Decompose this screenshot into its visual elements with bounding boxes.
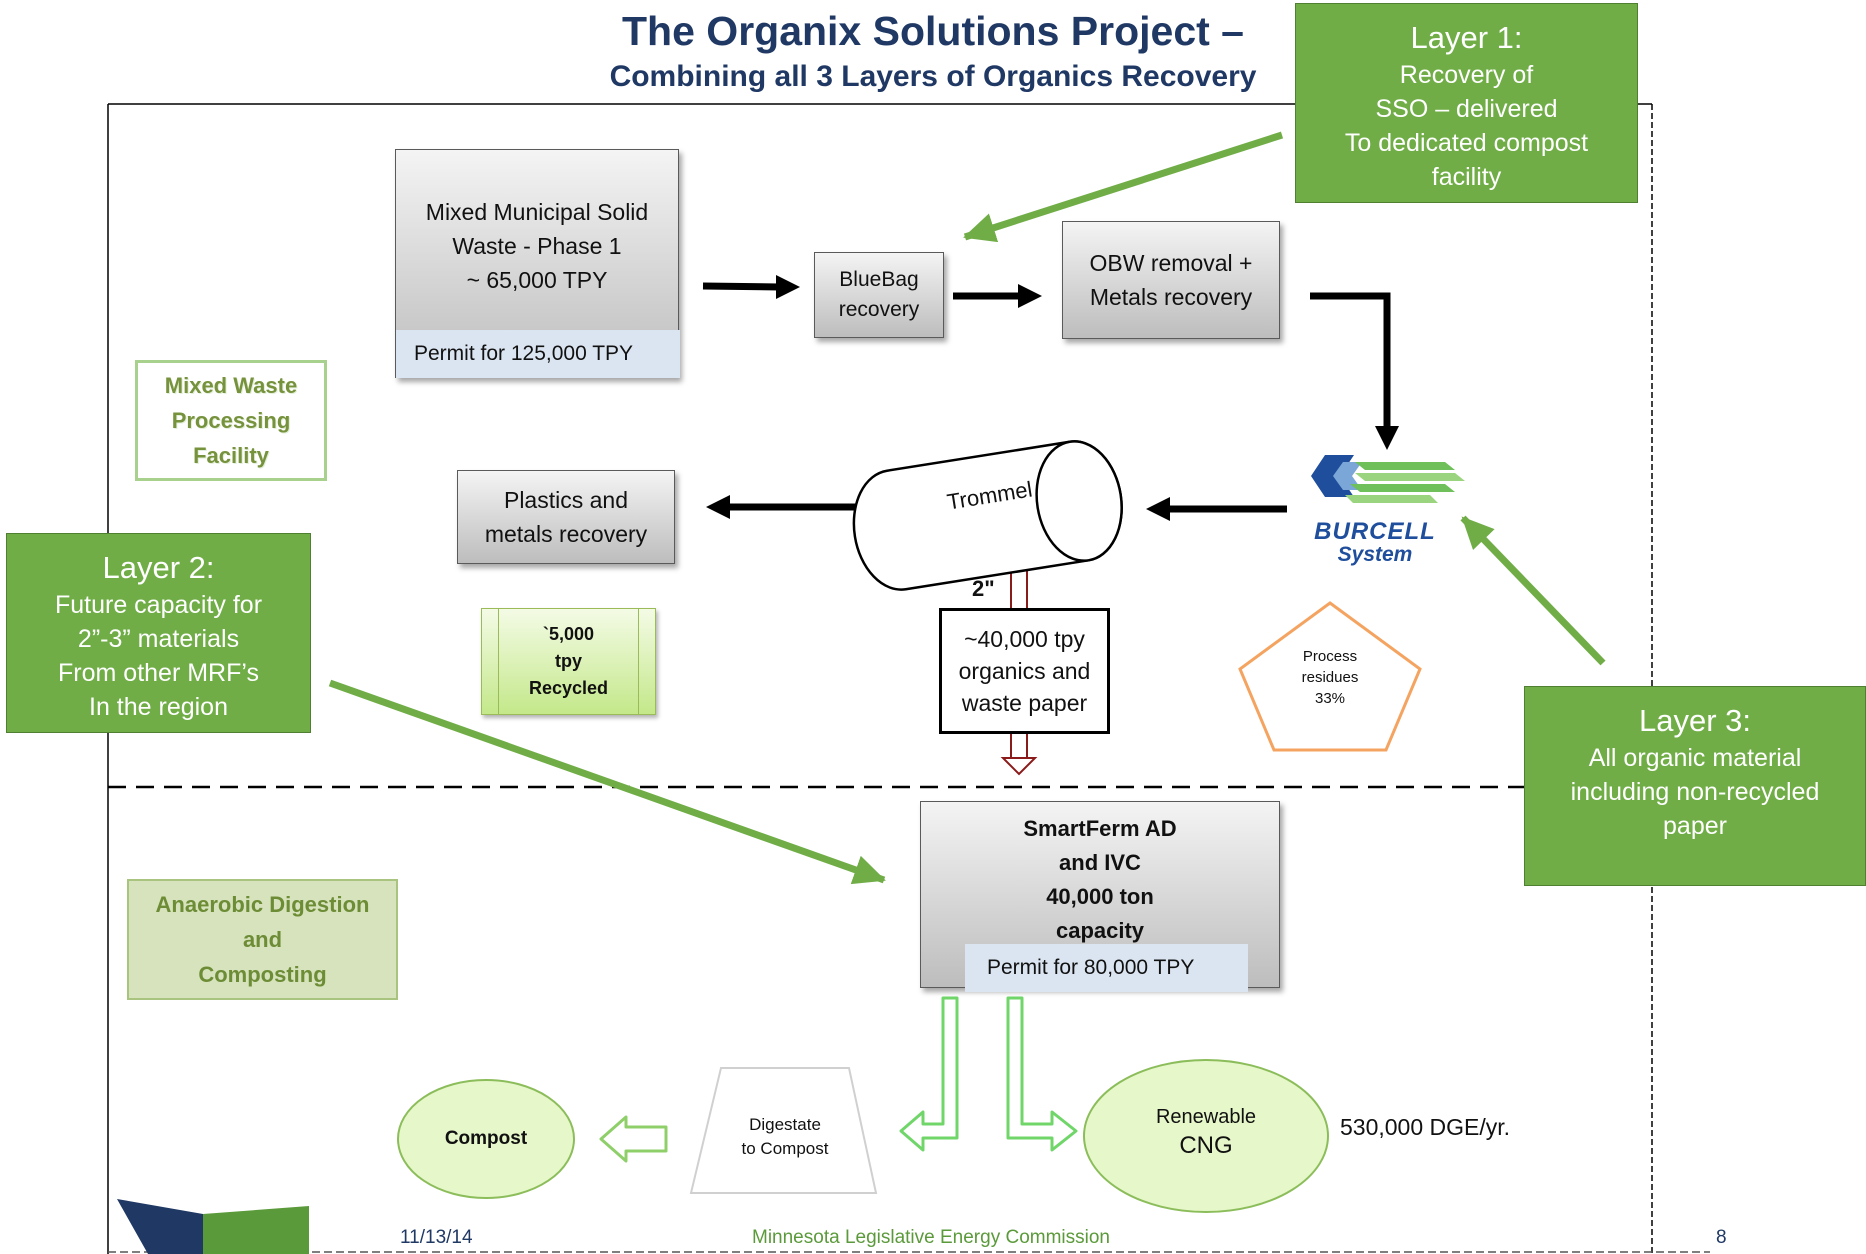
facility-line3: Facility bbox=[193, 443, 269, 468]
bluebag-line1: BlueBag bbox=[839, 268, 919, 291]
burcell-line1: BurCell bbox=[1314, 518, 1436, 545]
layer3-title: Layer 3: bbox=[1638, 703, 1751, 738]
organics-line3: waste paper bbox=[961, 690, 1088, 716]
residues-line1: Process bbox=[1302, 647, 1358, 665]
bluebag-box: BlueBag recovery bbox=[814, 252, 944, 338]
digestate-flow-arrow bbox=[899, 996, 959, 1152]
plastics-box: Plastics and metals recovery bbox=[457, 470, 675, 564]
flow-arrow-bluebag-to-obw bbox=[953, 284, 1042, 308]
layer3-box: Layer 3: All organic material including … bbox=[1524, 686, 1866, 886]
cng-flow-arrow bbox=[1006, 996, 1078, 1152]
mixed-waste-line3: ~ 65,000 TPY bbox=[466, 267, 608, 293]
mixed-waste-permit: Permit for 125,000 TPY bbox=[396, 330, 680, 378]
digestate-shape bbox=[689, 1067, 878, 1194]
smartferm-line2: and IVC bbox=[1059, 850, 1141, 875]
layer2-line2: 2”-3” materials bbox=[77, 625, 240, 653]
facility-line2: Processing bbox=[171, 408, 291, 433]
obw-box: OBW removal + Metals recovery bbox=[1062, 221, 1280, 339]
smartferm-permit: Permit for 80,000 TPY bbox=[965, 944, 1248, 992]
smartferm-box: SmartFerm AD and IVC 40,000 ton capacity… bbox=[920, 801, 1280, 992]
flow-arrow-obw-to-burcell bbox=[1310, 292, 1399, 450]
digestate-label: Digestate to Compost bbox=[720, 1112, 850, 1162]
residues-line3: 33% bbox=[1314, 689, 1346, 707]
ad-facility-line3: Composting bbox=[198, 962, 327, 987]
organics-box: ~40,000 tpy organics and waste paper bbox=[939, 608, 1110, 734]
footer-date: 11/13/14 bbox=[400, 1227, 473, 1248]
cng-line1: Renewable bbox=[1155, 1106, 1257, 1128]
trommel-size-label: 2" bbox=[972, 576, 995, 601]
smartferm-line3: 40,000 ton bbox=[1046, 884, 1154, 909]
burcell-label: BurCell System bbox=[1295, 518, 1455, 568]
recycled-line3: Recycled bbox=[528, 678, 609, 698]
cng-output-label: 530,000 DGE/yr. bbox=[1340, 1114, 1511, 1140]
ad-facility-label: Anaerobic Digestion and Composting bbox=[127, 879, 398, 1000]
organics-line2: organics and bbox=[958, 658, 1091, 684]
digestate-line2: to Compost bbox=[741, 1139, 829, 1158]
footer-org: Minnesota Legislative Energy Commission bbox=[752, 1227, 1110, 1248]
compost-label: Compost bbox=[444, 1128, 528, 1149]
ad-facility-line1: Anaerobic Digestion bbox=[155, 892, 370, 917]
layer1-line3: To dedicated compost bbox=[1344, 129, 1589, 157]
obw-line1: OBW removal + bbox=[1089, 250, 1253, 276]
residues-line2: residues bbox=[1301, 668, 1359, 686]
plastics-line1: Plastics and bbox=[503, 487, 628, 513]
layer3-line2: including non-recycled bbox=[1570, 778, 1820, 806]
plastics-line2: metals recovery bbox=[484, 521, 648, 547]
bluebag-line2: recovery bbox=[838, 298, 920, 321]
layer1-title: Layer 1: bbox=[1410, 20, 1523, 55]
smartferm-line1: SmartFerm AD bbox=[1023, 816, 1177, 841]
layer3-arrow bbox=[1460, 515, 1606, 666]
layer2-title: Layer 2: bbox=[102, 550, 215, 585]
layer1-box: Layer 1: Recovery of SSO – delivered To … bbox=[1295, 3, 1638, 203]
trommel-drum bbox=[852, 440, 1123, 591]
smartferm-line4: capacity bbox=[1055, 918, 1145, 943]
mixed-waste-line1: Mixed Municipal Solid bbox=[425, 199, 649, 225]
process-residues-label: Process residues 33% bbox=[1270, 644, 1390, 710]
page-subtitle: Combining all 3 Layers of Organics Recov… bbox=[609, 60, 1257, 93]
recycled-line1: `5,000 bbox=[542, 624, 595, 644]
layer3-line1: All organic material bbox=[1588, 744, 1802, 772]
cng-ellipse bbox=[1083, 1059, 1329, 1213]
digestate-line1: Digestate bbox=[749, 1115, 821, 1134]
page-title: The Organix Solutions Project – bbox=[622, 8, 1244, 54]
layer1-arrow bbox=[963, 131, 1284, 243]
layer1-line1: Recovery of bbox=[1399, 61, 1534, 89]
layer2-arrow bbox=[328, 679, 886, 885]
obw-line2: Metals recovery bbox=[1089, 284, 1253, 310]
facility-line1: Mixed Waste bbox=[164, 373, 298, 398]
mixed-waste-box: Mixed Municipal Solid Waste - Phase 1 ~ … bbox=[395, 149, 680, 378]
compost-flow-arrow bbox=[599, 1115, 668, 1163]
cng-label: Renewable CNG bbox=[1120, 1100, 1292, 1164]
burcell-line2: System bbox=[1337, 543, 1413, 566]
layer2-line3: From other MRF’s bbox=[58, 659, 259, 687]
recycled-line2: tpy bbox=[555, 651, 582, 671]
layer1-line4: facility bbox=[1431, 163, 1502, 191]
layer2-line1: Future capacity for bbox=[54, 591, 263, 619]
flow-arrow-burcell-to-trommel bbox=[1146, 497, 1287, 521]
compost-ellipse bbox=[397, 1079, 575, 1199]
layer2-line4: In the region bbox=[89, 693, 228, 721]
cng-line2: CNG bbox=[1179, 1132, 1233, 1159]
process-residues-pentagon bbox=[1238, 601, 1422, 752]
layer2-box: Layer 2: Future capacity for 2”-3” mater… bbox=[6, 533, 311, 733]
flow-arrow-trommel-to-plastics bbox=[706, 495, 873, 519]
organics-line1: ~40,000 tpy bbox=[964, 626, 1085, 652]
layer3-line3: paper bbox=[1663, 812, 1727, 840]
burcell-logo bbox=[1311, 455, 1465, 503]
footer-page-number: 8 bbox=[1716, 1227, 1727, 1248]
layer1-line2: SSO – delivered bbox=[1375, 95, 1558, 123]
flow-arrow-mixed-to-bluebag bbox=[702, 275, 800, 299]
mixed-waste-line2: Waste - Phase 1 bbox=[452, 233, 622, 259]
footer-logo-green bbox=[203, 1206, 309, 1254]
recycled-box: `5,000 tpy Recycled bbox=[481, 608, 656, 715]
ad-facility-line2: and bbox=[242, 927, 283, 952]
footer-logo-blue bbox=[117, 1199, 203, 1254]
mixed-waste-facility-label: Mixed Waste Processing Facility bbox=[135, 360, 327, 481]
